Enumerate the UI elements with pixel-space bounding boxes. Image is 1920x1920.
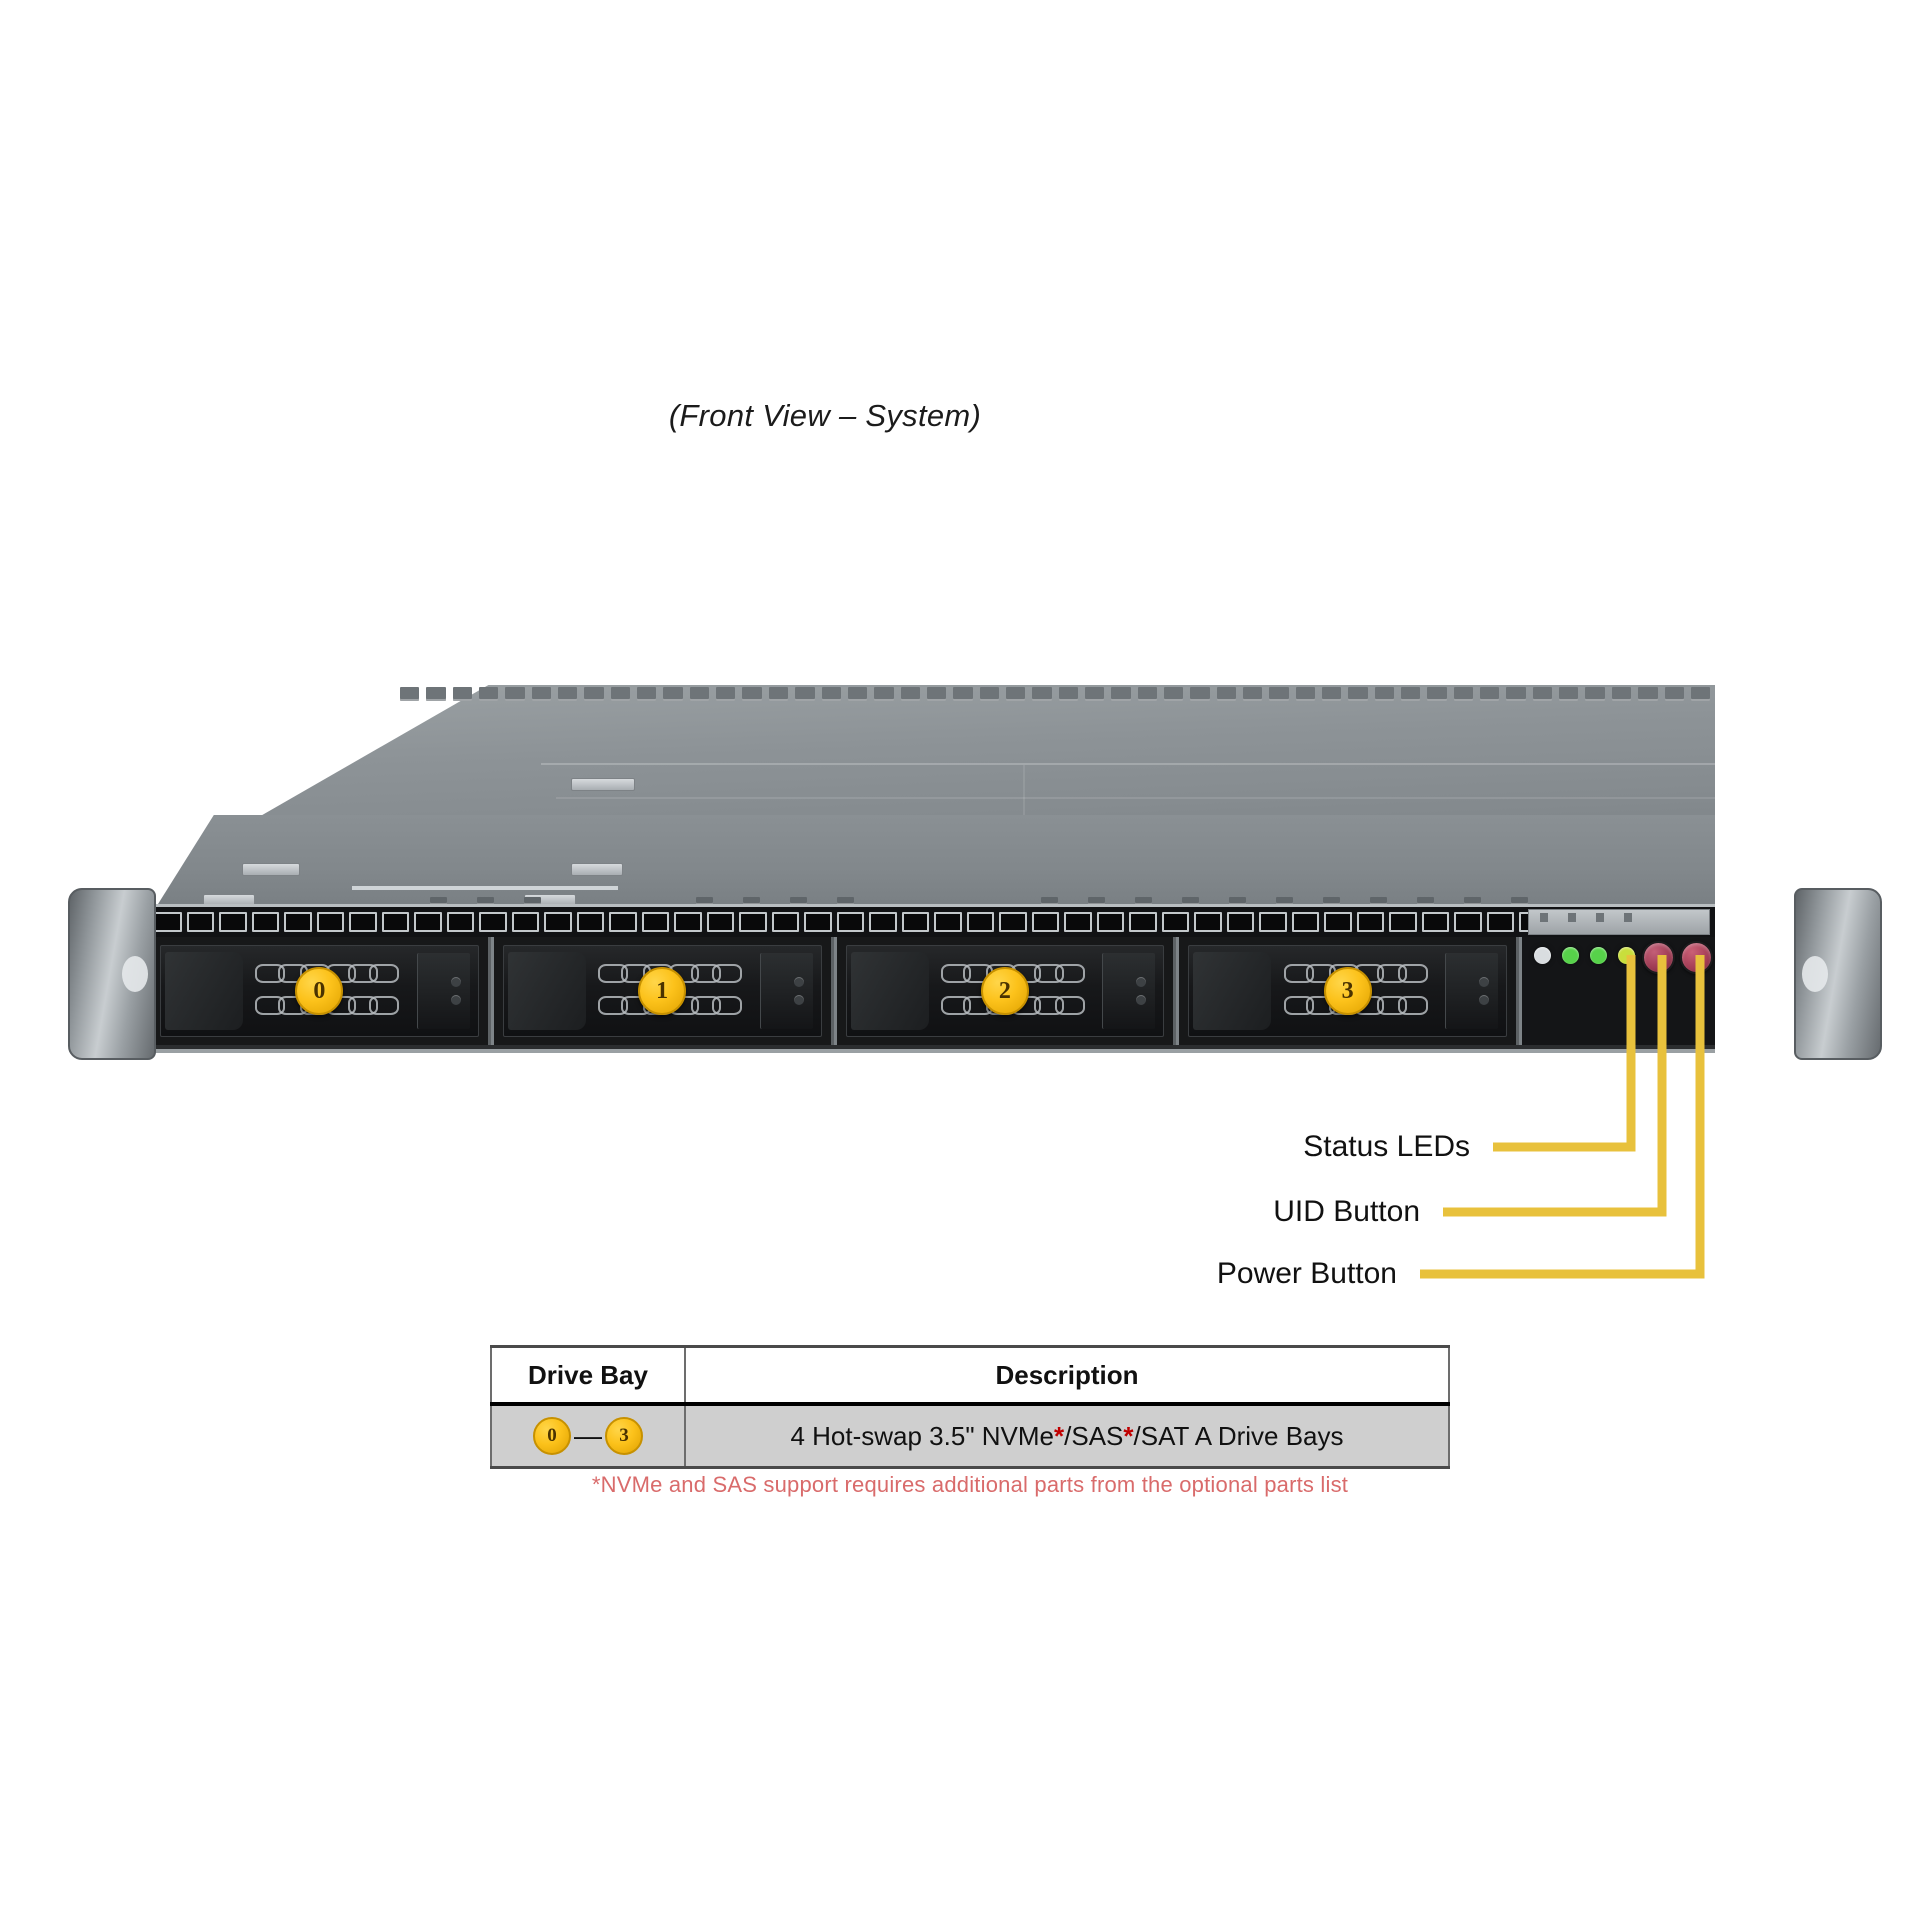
bezel-ventilation-grille [148, 907, 1715, 937]
face-vent [1182, 897, 1200, 905]
description-star-2: * [1123, 1420, 1134, 1451]
drive-bay-row: 0 1 [148, 909, 1715, 1045]
carrier-release-handle[interactable] [507, 952, 586, 1030]
control-panel-tick [1568, 913, 1576, 922]
table-range-dash: — [574, 1420, 602, 1451]
control-panel-plate [1528, 909, 1710, 935]
drive-bay-badge-1: 1 [638, 967, 687, 1015]
header-description: Description [684, 1345, 1450, 1406]
nic1-activity-led [1590, 947, 1607, 964]
drive-bay-3[interactable]: 3 [1176, 937, 1519, 1045]
face-vent [1088, 897, 1106, 905]
server-front-view-image: 0 1 [60, 660, 1890, 1090]
description-pre: 4 Hot-swap 3.5" NVMe [790, 1420, 1055, 1451]
chassis-front-face [148, 815, 1715, 920]
description-post: /SAT A Drive Bays [1133, 1420, 1344, 1451]
face-vent [1135, 897, 1153, 905]
top-ventilation-slots [400, 687, 1710, 701]
callout-label-status-leds: Status LEDs [1303, 1130, 1470, 1163]
drive-bay-badge-2: 2 [980, 967, 1029, 1015]
carrier-latch-end [416, 953, 470, 1029]
face-vent [837, 897, 855, 905]
power-button[interactable] [1680, 941, 1713, 974]
drive-carrier [160, 945, 479, 1037]
cell-description: 4 Hot-swap 3.5" NVMe*/SAS*/SAT A Drive B… [684, 1403, 1450, 1469]
nic2-activity-led [1562, 947, 1579, 964]
face-vent [524, 897, 542, 905]
header-drive-bay: Drive Bay [490, 1345, 686, 1406]
hdd-activity-led [1618, 947, 1635, 964]
face-latch [242, 863, 301, 876]
table-badge-to: 3 [605, 1417, 643, 1455]
information-led [1534, 947, 1551, 964]
carrier-release-handle[interactable] [850, 952, 929, 1030]
control-panel-tick [1596, 913, 1604, 922]
cell-drive-bay-range: 0—3 [490, 1403, 686, 1469]
lid-latch [571, 778, 636, 791]
drive-bay-1[interactable]: 1 [490, 937, 834, 1045]
table-header-row: Drive Bay Description [490, 1345, 1450, 1406]
drive-bay-badge-0: 0 [295, 967, 344, 1015]
carrier-latch-end [759, 953, 813, 1029]
face-vent [1511, 897, 1529, 905]
carrier-release-handle[interactable] [165, 952, 243, 1030]
description-mid: /SAS [1064, 1420, 1124, 1451]
lid-seam-vertical [1022, 765, 1025, 845]
face-vent [1417, 897, 1435, 905]
carrier-latch-end [1445, 953, 1498, 1029]
carrier-release-handle[interactable] [1193, 952, 1272, 1030]
drive-bay-table: Drive Bay Description 0—3 4 Hot-swap 3.5… [490, 1345, 1450, 1469]
face-vent [1370, 897, 1388, 905]
front-control-panel [1519, 909, 1715, 1045]
lid-seam [556, 797, 1715, 799]
face-seam [351, 886, 619, 890]
table-footnote: *NVMe and SAS support requires additiona… [591, 1472, 1349, 1497]
control-panel-tick [1624, 913, 1632, 922]
table-badge-from: 0 [533, 1417, 571, 1455]
face-vent [790, 897, 808, 905]
face-vent [1276, 897, 1294, 905]
callout-label-uid-button: UID Button [1273, 1195, 1420, 1228]
table-row: 0—3 4 Hot-swap 3.5" NVMe*/SAS*/SAT A Dri… [490, 1403, 1450, 1469]
face-vent [696, 897, 714, 905]
front-bezel: 0 1 [148, 904, 1715, 1053]
callout-label-power-button: Power Button [1216, 1257, 1397, 1290]
face-vent [1464, 897, 1482, 905]
face-vent [477, 897, 495, 905]
face-vent [743, 897, 761, 905]
rack-ear-handle-right[interactable] [1794, 888, 1882, 1060]
control-panel-tick [1540, 913, 1548, 922]
lid-seam [541, 763, 1715, 765]
drive-bay-badge-3: 3 [1323, 967, 1372, 1015]
uid-button[interactable] [1642, 941, 1675, 974]
drive-bay-0[interactable]: 0 [148, 937, 491, 1045]
page-title: (Front View – System) [668, 398, 982, 433]
face-vent [1229, 897, 1247, 905]
face-latch [571, 863, 624, 876]
carrier-latch-end [1102, 953, 1156, 1029]
face-vent [430, 897, 448, 905]
rack-ear-handle-left[interactable] [68, 888, 156, 1060]
description-star-1: * [1054, 1420, 1065, 1451]
face-vent [1323, 897, 1341, 905]
face-vent [1041, 897, 1059, 905]
drive-bay-2[interactable]: 2 [833, 937, 1177, 1045]
